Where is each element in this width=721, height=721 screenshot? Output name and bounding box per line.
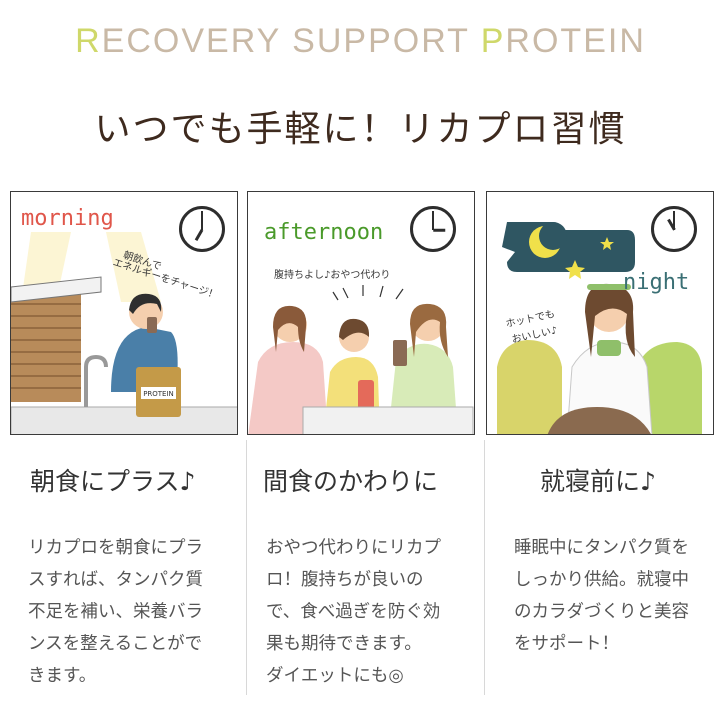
morning-illustration: PROTEIN bbox=[11, 232, 237, 434]
clock-7-icon bbox=[179, 206, 225, 252]
afternoon-bubble: 腹持ちよし♪おやつ代わり bbox=[274, 270, 391, 281]
section-desc-breakfast: リカプロを朝食にプラ スすれば、タンパク質 不足を補い、栄養バラ ンスを整えるこ… bbox=[28, 532, 203, 692]
desc-line: 果も期待できます。 bbox=[266, 634, 422, 654]
column-divider bbox=[246, 440, 247, 695]
section-desc-bedtime: 睡眠中にタンパク質を しっかり供給。就寝中 のカラダづくりと美容 をサポート！ bbox=[514, 532, 689, 660]
brand-title: RECOVERY SUPPORT PROTEIN bbox=[0, 22, 721, 61]
scene-word-afternoon: afternoon bbox=[264, 220, 384, 245]
brand-letter-r: R bbox=[75, 22, 102, 60]
desc-line: ンスを整えることがで bbox=[28, 634, 203, 654]
desc-line: 不足を補い、栄養バラ bbox=[28, 602, 203, 622]
afternoon-illustration bbox=[248, 285, 474, 434]
desc-line: きます。 bbox=[28, 666, 97, 686]
scene-word-night: night bbox=[623, 270, 690, 295]
panel-night: night ホットでも おいしい♪ bbox=[486, 191, 714, 435]
desc-line: のカラダづくりと美容 bbox=[514, 602, 689, 622]
moon-and-stars-icon bbox=[529, 222, 614, 279]
panel-afternoon: afternoon 腹持ちよし♪おやつ代わり bbox=[247, 191, 475, 435]
headline: いつでも手軽に！リカプロ習慣 bbox=[94, 109, 627, 150]
package-label: PROTEIN bbox=[143, 390, 174, 398]
scene-word-morning: morning bbox=[21, 206, 114, 231]
section-desc-snack: おやつ代わりにリカプ ロ！腹持ちが良いの で、食べ過ぎを防ぐ効 果も期待できます… bbox=[266, 532, 441, 692]
panel-morning: PROTEIN morning 朝飲んで エネルギーをチャージ！ bbox=[10, 191, 238, 435]
clock-11-icon bbox=[651, 206, 697, 252]
desc-line: 睡眠中にタンパク質を bbox=[514, 538, 689, 558]
section-title-bedtime: 就寝前に♪ bbox=[540, 467, 656, 496]
desc-line: リカプロを朝食にプラ bbox=[28, 538, 203, 558]
desc-line: おやつ代わりにリカプ bbox=[266, 538, 441, 558]
desc-line: ロ！腹持ちが良いの bbox=[266, 570, 424, 590]
desc-line: スすれば、タンパク質 bbox=[28, 570, 203, 590]
brand-text-1: ECOVERY SUPPORT bbox=[101, 22, 481, 60]
column-divider bbox=[484, 440, 485, 695]
section-title-breakfast: 朝食にプラス♪ bbox=[30, 467, 196, 496]
desc-line: しっかり供給。就寝中 bbox=[514, 570, 689, 590]
desc-line: ダイエットにも◎ bbox=[266, 666, 404, 686]
desc-line: で、食べ過ぎを防ぐ効 bbox=[266, 602, 441, 622]
brand-text-2: ROTEIN bbox=[505, 22, 646, 60]
section-title-snack: 間食のかわりに bbox=[263, 467, 439, 496]
brand-letter-p: P bbox=[480, 22, 506, 60]
desc-line: をサポート！ bbox=[514, 634, 619, 654]
night-illustration bbox=[497, 222, 702, 434]
clock-3-icon bbox=[410, 206, 456, 252]
